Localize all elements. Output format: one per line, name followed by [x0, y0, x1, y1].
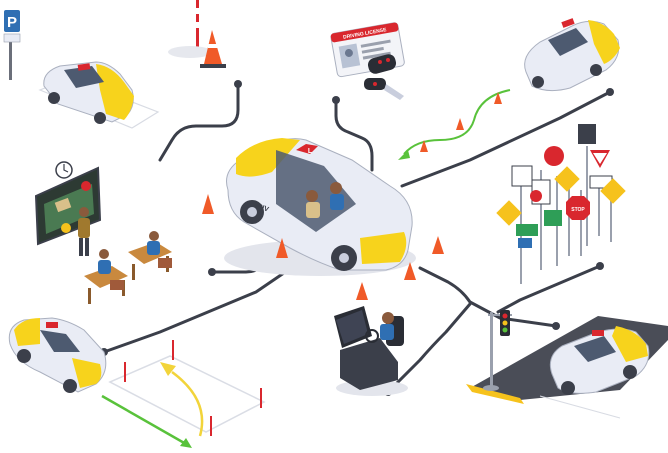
- car-bottom-right: [549, 326, 650, 395]
- parked-car-top-left: [38, 61, 160, 129]
- parking-sign-icon: P: [3, 10, 21, 80]
- driving-simulator: [334, 306, 408, 396]
- cone-and-pole-top: [168, 0, 226, 68]
- parking-letter: P: [7, 14, 17, 31]
- parking-lot-poles: [124, 340, 262, 436]
- stop-sign-text: STOP: [571, 207, 585, 213]
- clock-icon: [55, 161, 73, 179]
- center-training-car: L DRIV: [224, 138, 416, 276]
- connector-lines: [102, 82, 612, 394]
- traffic-light-icon: [483, 310, 512, 391]
- bottom-left-car: [8, 317, 107, 393]
- parking-lot-lines: [108, 355, 266, 433]
- green-route-arrow-top: [398, 89, 511, 160]
- driving-license-card: DRIVING LICENSE: [330, 22, 405, 78]
- teacher-figure: [78, 207, 90, 256]
- center-cones: [202, 194, 444, 300]
- car-top-right: [524, 18, 620, 92]
- connector-dots: [100, 80, 614, 396]
- bottom-route-arrows: [101, 362, 204, 448]
- l-plate-center: L: [308, 148, 313, 155]
- road-signs-cluster: STOP: [496, 124, 626, 284]
- small-cones-top-right: [420, 92, 502, 152]
- car-key-icon: [364, 54, 404, 100]
- students-desks: [84, 231, 172, 304]
- classroom-board: [34, 161, 102, 246]
- traffic-cone-icon: [200, 30, 226, 68]
